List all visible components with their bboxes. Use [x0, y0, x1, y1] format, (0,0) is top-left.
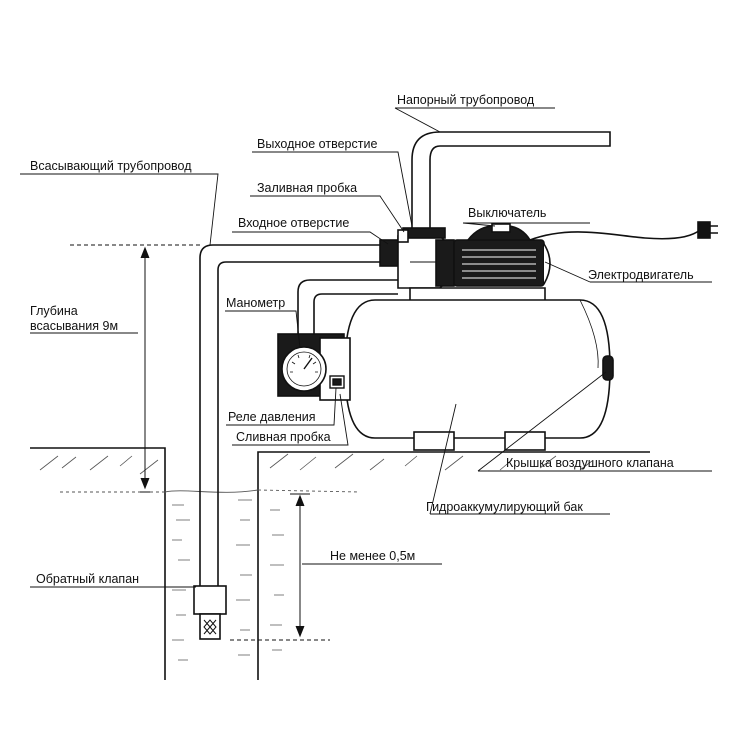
- manometer: [281, 346, 327, 392]
- depth-dimension: [70, 244, 200, 493]
- gauge-pipe: [297, 279, 398, 336]
- label-filler-plug: Заливная пробка: [257, 181, 358, 195]
- label-tank: Гидроаккумулирующий бак: [426, 500, 583, 514]
- label-pressure-pipe: Напорный трубопровод: [397, 93, 535, 107]
- label-air-valve-cap: Крышка воздушного клапана: [506, 456, 674, 470]
- label-suction-pipe: Всасывающий трубопровод: [30, 159, 192, 173]
- electric-motor: [453, 223, 551, 287]
- hydro-tank: [344, 299, 614, 451]
- drain-plug: [329, 375, 345, 389]
- check-valve: [193, 585, 227, 640]
- pressure-pipe: [411, 131, 611, 228]
- leader-lines: [20, 107, 712, 588]
- ground: [30, 447, 650, 680]
- label-gauge: Манометр: [226, 296, 286, 310]
- label-inlet: Входное отверстие: [238, 216, 350, 230]
- label-motor: Электродвигатель: [588, 268, 694, 282]
- water-level: [60, 489, 361, 493]
- min-depth-dimension: [230, 493, 330, 641]
- power-cable: [529, 221, 718, 241]
- ground-hatching: [39, 453, 593, 661]
- pump-body: [379, 227, 455, 289]
- label-drain-plug: Сливная пробка: [236, 430, 331, 444]
- label-check-valve: Обратный клапан: [36, 572, 140, 586]
- label-pressure-relay: Реле давления: [228, 410, 316, 424]
- label-outlet: Выходное отверстие: [257, 137, 378, 151]
- label-switch: Выключатель: [468, 206, 547, 220]
- suction-pipe: [199, 244, 382, 588]
- label-depth: Глубина всасывания 9м: [30, 304, 119, 333]
- label-min-depth: Не менее 0,5м: [330, 549, 416, 563]
